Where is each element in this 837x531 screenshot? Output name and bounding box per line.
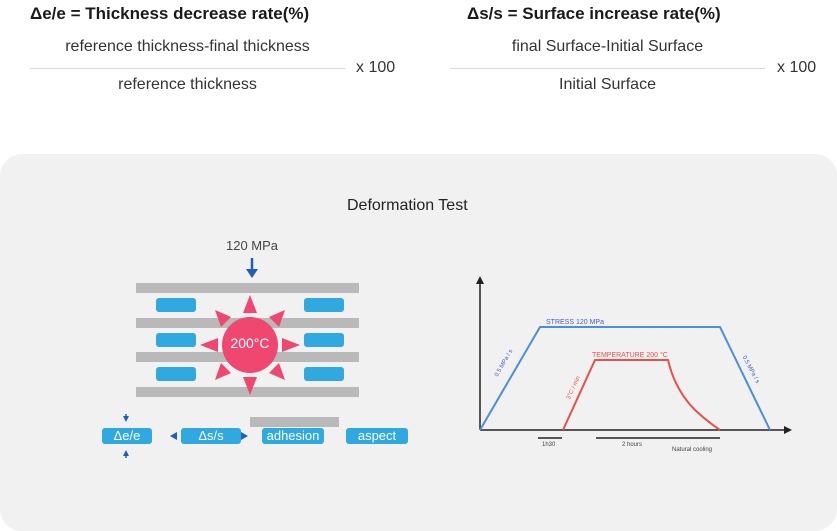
temperature-label: 200°C [230, 335, 270, 351]
right-formula-numerator: final Surface-Initial Surface [511, 38, 704, 55]
pressure-arrow-icon [246, 258, 258, 278]
sample-block [304, 298, 344, 312]
surface-arrows-icon [170, 432, 248, 440]
tag-adhesion: adhesion [262, 428, 324, 444]
thickness-arrows-icon [123, 414, 129, 458]
adhesion-plate [250, 417, 339, 427]
tag-aspect: aspect [346, 428, 408, 444]
stress-label: STRESS 120 MPa [546, 319, 604, 326]
sample-block [156, 367, 196, 381]
sample-block [304, 333, 344, 347]
deformation-panel [0, 154, 837, 531]
pressure-label: 120 MPa [226, 238, 279, 253]
temperature-line [562, 359, 721, 431]
chart-y-axis-arrow [476, 276, 484, 284]
timing-label-1: 1h30 [542, 442, 556, 448]
left-fraction-bar [30, 68, 345, 69]
left-formula-numerator: reference thickness-final thickness [65, 38, 310, 55]
sample-block [304, 367, 344, 381]
tag-surface: Δs/s [181, 428, 241, 444]
chart-temperature-label: TEMPERATURE 200 °C [592, 352, 668, 359]
chart-x-axis-arrow [784, 426, 792, 434]
timing-label-3: Natural cooling [672, 447, 713, 453]
plate-1 [136, 283, 359, 293]
timing-label-2: 2 hours [622, 442, 643, 448]
stress-line [479, 326, 771, 431]
left-formula-denominator: reference thickness [118, 76, 257, 93]
sample-block [156, 333, 196, 347]
stress-temperature-chart [476, 276, 792, 439]
panel-title: Deformation Test [347, 197, 468, 214]
right-multiplier: x 100 [777, 59, 817, 76]
left-formula-title: Δe/e = Thickness decrease rate(%) [30, 4, 310, 23]
right-formula-denominator: Initial Surface [559, 76, 656, 93]
sample-block [156, 298, 196, 312]
plate-4 [136, 387, 359, 397]
heat-burst-icon [200, 295, 300, 395]
right-formula-title: Δs/s = Surface increase rate(%) [467, 4, 721, 23]
right-fraction-bar [450, 68, 765, 69]
tag-thickness: Δe/e [102, 428, 152, 444]
left-multiplier: x 100 [356, 59, 396, 76]
